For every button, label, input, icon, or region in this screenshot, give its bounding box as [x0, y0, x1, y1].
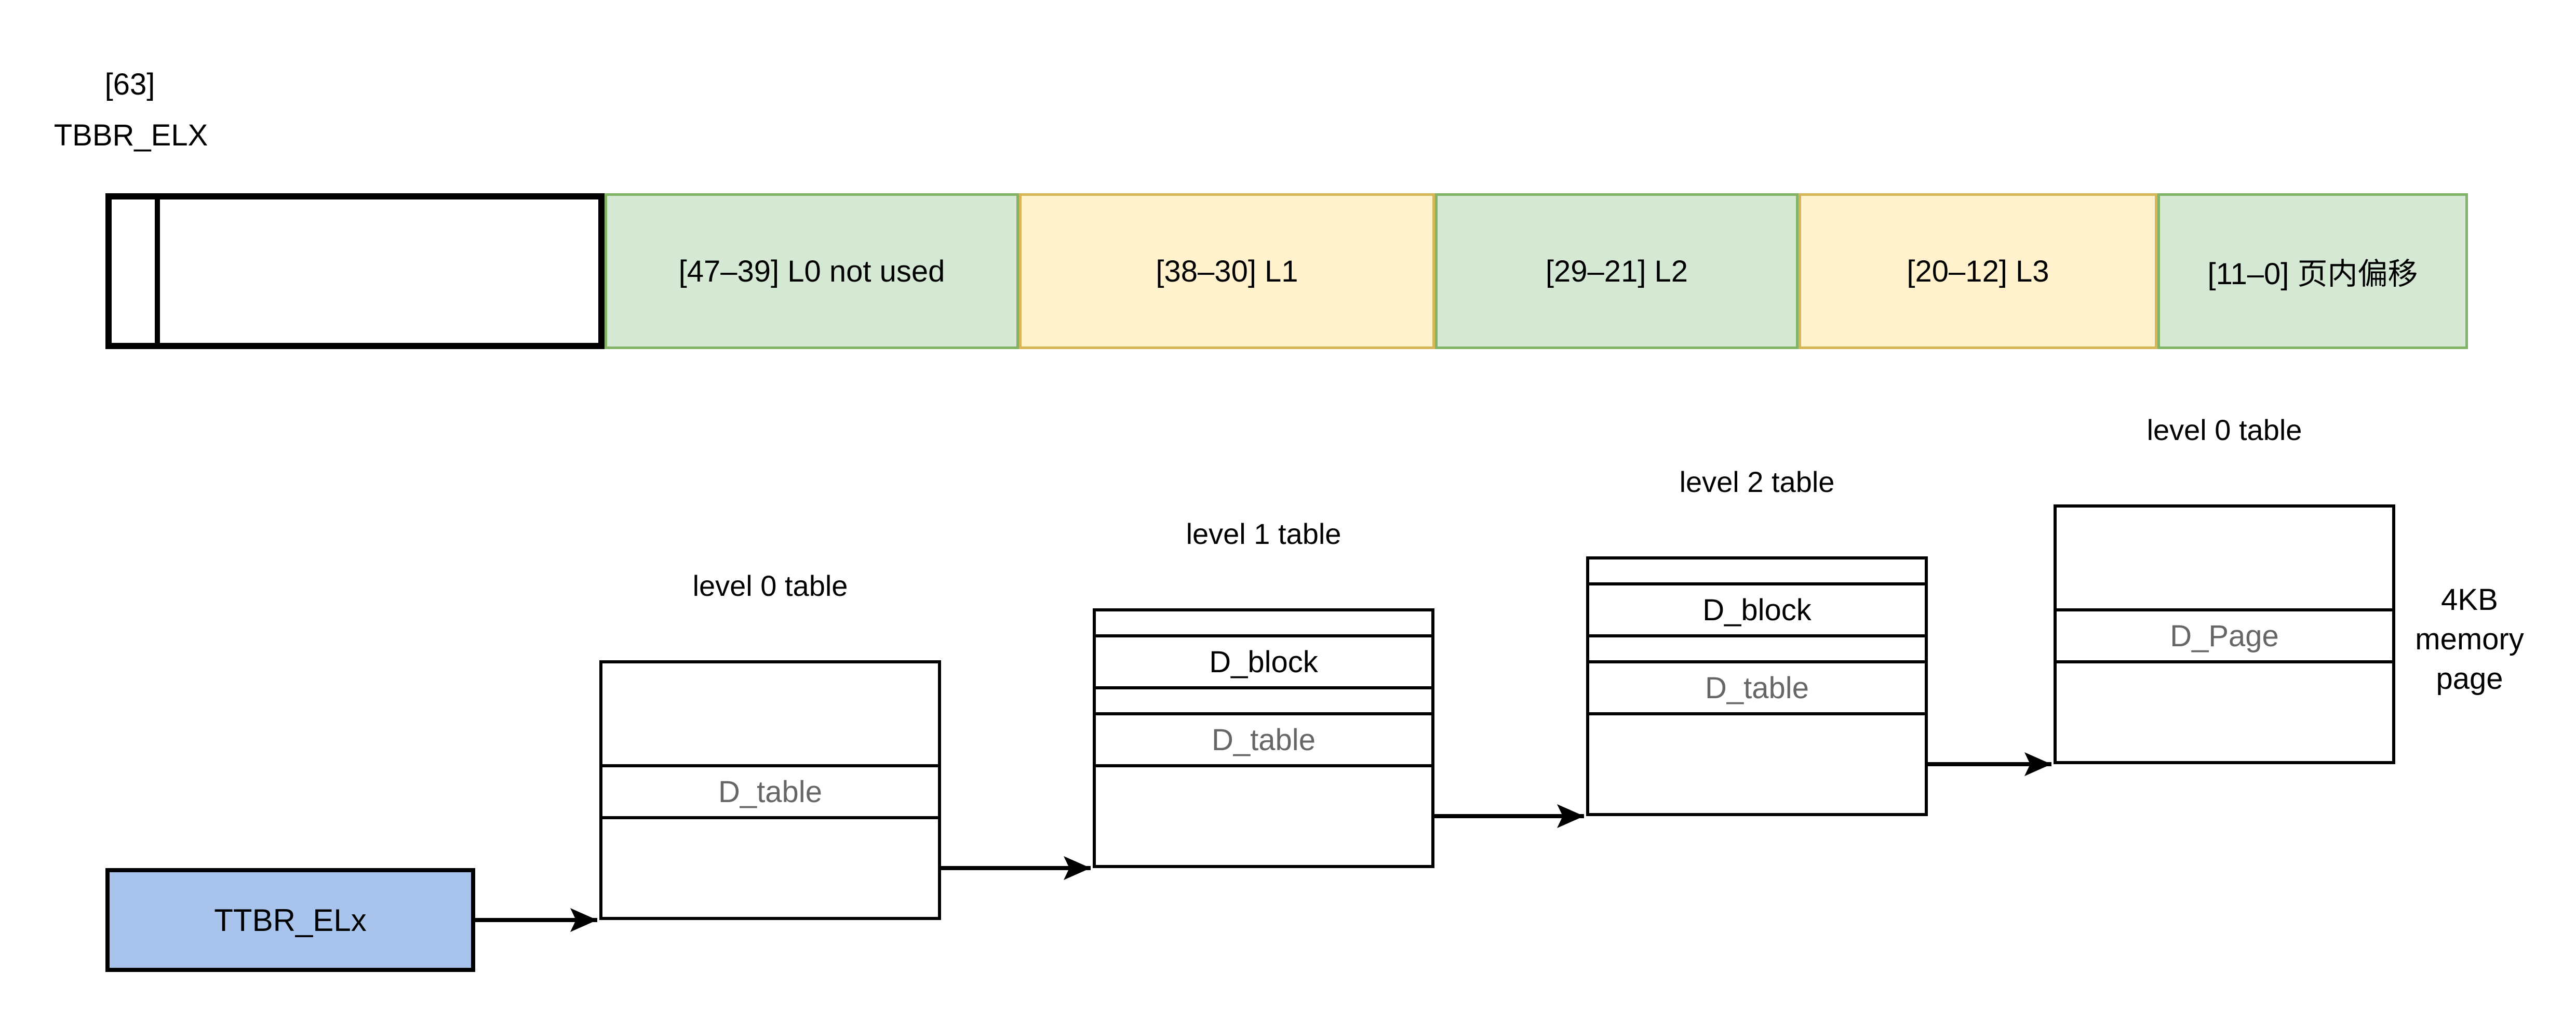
table-row — [1096, 686, 1431, 712]
level0-table: D_table — [599, 660, 941, 920]
va-field-l0-label: [47–39] L0 not used — [678, 254, 945, 288]
table-row — [1096, 611, 1431, 634]
va-field-page-offset-label: [11–0] 页内偏移 — [2207, 257, 2418, 291]
table-row-d-block: D_block — [1589, 582, 1925, 634]
table-row-d-table: D_table — [1589, 660, 1925, 712]
va-field-l2-label: [29–21] L2 — [1545, 254, 1688, 288]
table-row — [1589, 559, 1925, 582]
memory-page-note: 4KB memory page — [2384, 580, 2555, 699]
memory-page-note-line3: page — [2436, 662, 2503, 696]
table-row — [602, 816, 938, 917]
table-row — [2057, 660, 2392, 761]
level1-table-title: level 1 table — [1186, 517, 1341, 550]
level3-table: D_Page — [2054, 504, 2395, 764]
table-row-d-block: D_block — [1096, 634, 1431, 686]
table-row — [1589, 712, 1925, 813]
va-field-l2: [29–21] L2 — [1435, 193, 1799, 349]
va-bar-unused-high-bits — [105, 193, 605, 349]
table-row — [602, 663, 938, 764]
va-field-l3-label: [20–12] L3 — [1907, 254, 2049, 288]
va-field-l0: [47–39] L0 not used — [605, 193, 1019, 349]
va-field-l1: [38–30] L1 — [1019, 193, 1435, 349]
ttbr-register-label: TTBR_ELx — [214, 902, 367, 938]
table-row-d-table: D_table — [1096, 712, 1431, 764]
table-row — [1096, 764, 1431, 865]
level3-table-title: level 0 table — [2146, 414, 2302, 446]
va-bar-bit63-divider — [155, 196, 160, 346]
table-row-d-table: D_table — [602, 764, 938, 816]
table-row-d-page: D_Page — [2057, 608, 2392, 660]
level0-table-title: level 0 table — [692, 569, 848, 602]
table-row — [2057, 508, 2392, 608]
bit63-label: [63] — [104, 68, 155, 101]
memory-page-note-line1: 4KB — [2441, 583, 2498, 617]
level2-table-title: level 2 table — [1679, 465, 1835, 498]
level1-table: D_block D_table — [1093, 608, 1434, 868]
va-field-page-offset: [11–0] 页内偏移 — [2157, 193, 2468, 349]
ttbr-register-box: TTBR_ELx — [105, 868, 475, 972]
register-name-label: TBBR_ELX — [53, 118, 208, 152]
table-row — [1589, 634, 1925, 660]
va-field-l3: [20–12] L3 — [1799, 193, 2157, 349]
va-field-l1-label: [38–30] L1 — [1156, 254, 1298, 288]
level2-table: D_block D_table — [1586, 556, 1928, 816]
memory-page-note-line2: memory — [2415, 622, 2524, 656]
